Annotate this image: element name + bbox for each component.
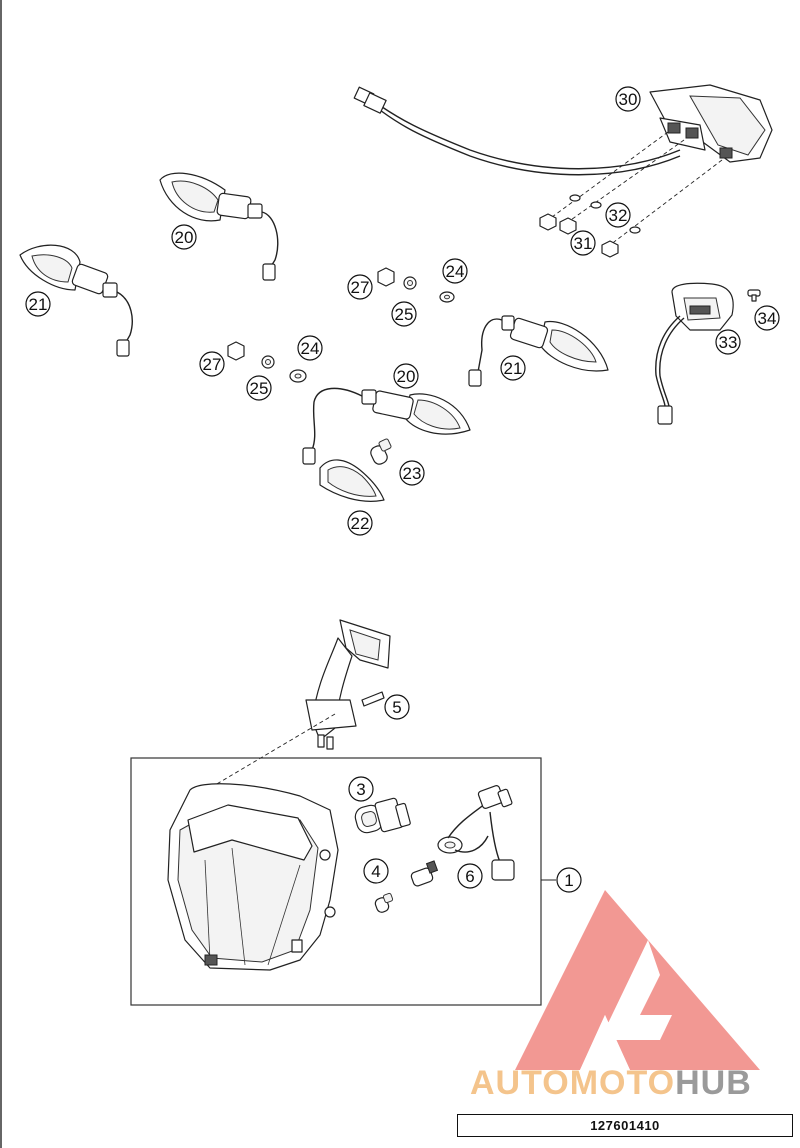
callout-32-label: 32 [609,206,628,225]
wiring-harness-6 [410,785,515,887]
hardware-upper [377,267,455,303]
parking-bulb-4 [374,892,394,913]
headlight-bracket [209,619,391,789]
callout-22-label: 22 [351,514,370,533]
callout-31-label: 31 [574,234,593,253]
callout-27-lower-label: 27 [203,355,222,374]
callout-1-label: 1 [564,871,573,890]
watermark-auto: AUTO [470,1064,570,1102]
callout-21-right: 21 [500,355,526,381]
watermark-text: AUTOMOTOHUB [470,1064,752,1103]
callout-27-lower: 27 [199,351,225,377]
callout-4: 4 [363,858,389,884]
callout-20-center: 20 [393,363,419,389]
callout-27-upper: 27 [347,274,373,300]
callout-33: 33 [715,329,741,355]
callout-21-left: 21 [25,291,51,317]
callout-21-left-label: 21 [29,295,48,314]
callout-25-lower: 25 [246,375,272,401]
watermark-hub: HUB [675,1064,752,1102]
callout-20-center-label: 20 [397,367,416,386]
callout-24-upper: 24 [442,258,468,284]
callout-23-label: 23 [403,464,422,483]
callout-20-upper-label: 20 [175,228,194,247]
headlight-bulb-3 [354,797,411,834]
callout-33-label: 33 [719,333,738,352]
callout-24-lower-label: 24 [301,339,320,358]
callout-34-label: 34 [758,309,777,328]
callout-6-label: 6 [465,867,474,886]
callout-27-upper-label: 27 [351,278,370,297]
watermark-logo [515,890,760,1070]
watermark-moto: MOTO [569,1064,676,1102]
callout-5-label: 5 [392,698,401,717]
callout-1: 1 [556,867,582,893]
turn-signal-20-upper [159,172,279,281]
headlight-group-box [130,757,542,1006]
part-number-box: 127601410 [457,1114,793,1137]
callout-25-upper: 25 [391,301,417,327]
callout-21-right-label: 21 [504,359,523,378]
tail-light-assembly [353,84,773,258]
bulb-23 [370,438,392,465]
turn-signal-21-left [19,244,133,357]
callout-32: 32 [605,202,631,228]
turn-signal-21-right [468,315,609,387]
callout-4-label: 4 [371,862,380,881]
callout-30: 30 [615,86,641,112]
callout-3-label: 3 [356,780,365,799]
callout-3: 3 [348,776,374,802]
license-light-33 [655,282,761,425]
callout-31: 31 [570,230,596,256]
callout-20-upper: 20 [171,224,197,250]
headlight-housing [167,783,339,971]
part-number-code: 127601410 [590,1118,660,1133]
callout-6: 6 [457,863,483,889]
callout-30-label: 30 [619,90,638,109]
callout-22: 22 [347,510,373,536]
turn-signal-20-center [302,387,471,465]
callout-24-upper-label: 24 [446,262,465,281]
lens-22 [319,459,385,502]
callout-23: 23 [399,460,425,486]
callout-25-lower-label: 25 [250,379,269,398]
callout-34: 34 [754,305,780,331]
hardware-lower [227,341,307,383]
callout-24-lower: 24 [297,335,323,361]
callout-25-upper-label: 25 [395,305,414,324]
callout-5: 5 [384,694,410,720]
